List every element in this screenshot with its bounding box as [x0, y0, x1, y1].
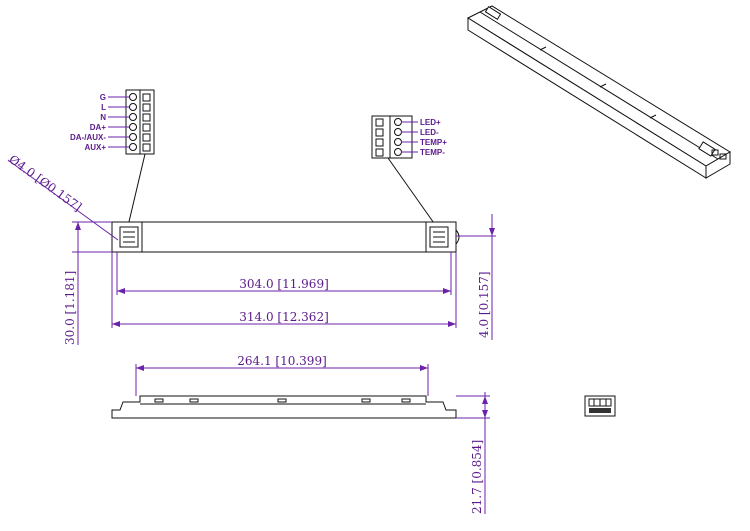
flange-dimension-text: 4.0 [0.157]	[477, 271, 491, 338]
output-label-led-plus: LED+	[420, 118, 441, 127]
width-dimension: 30.0 [1.181]	[63, 221, 112, 345]
top-view	[111, 221, 460, 253]
input-terminal-pins	[129, 93, 151, 152]
flange-dimension: 4.0 [0.157]	[456, 214, 496, 340]
height-dimension: 21.7 [0.854]	[456, 392, 490, 514]
mount-length-text: 304.0 [11.969]	[239, 277, 329, 291]
output-terminal-pins	[375, 118, 402, 157]
mount-length-dimension: 304.0 [11.969]	[116, 252, 452, 295]
input-terminal-block: G L N DA+ DA-/AUX- AUX+	[70, 89, 155, 227]
output-terminal-block: LED+ LED- TEMP+ TEMP-	[371, 115, 447, 227]
hole-dimension: Ø4.0 [Ø0.157]	[6, 152, 119, 241]
total-length-text: 314.0 [12.362]	[239, 310, 329, 324]
side-view	[111, 395, 457, 419]
input-label-da-plus: DA+	[90, 123, 107, 132]
input-label-l: L	[101, 103, 106, 112]
side-length-text: 264.1 [10.399]	[237, 354, 327, 368]
output-label-temp-minus: TEMP-	[420, 148, 445, 157]
input-label-da-aux-minus: DA-/AUX-	[70, 133, 106, 142]
side-length-dimension: 264.1 [10.399]	[135, 354, 429, 396]
input-label-g: G	[100, 93, 106, 102]
output-label-temp-plus: TEMP+	[420, 138, 447, 147]
output-label-led-minus: LED-	[420, 128, 439, 137]
input-label-n: N	[100, 113, 106, 122]
total-length-dimension: 314.0 [12.362]	[111, 252, 457, 328]
width-dimension-text: 30.0 [1.181]	[63, 271, 77, 345]
height-dimension-text: 21.7 [0.854]	[470, 440, 484, 514]
input-label-aux-plus: AUX+	[84, 143, 106, 152]
hole-dimension-text: Ø4.0 [Ø0.157]	[6, 152, 84, 214]
end-view	[584, 395, 616, 417]
isometric-view	[466, 5, 731, 179]
